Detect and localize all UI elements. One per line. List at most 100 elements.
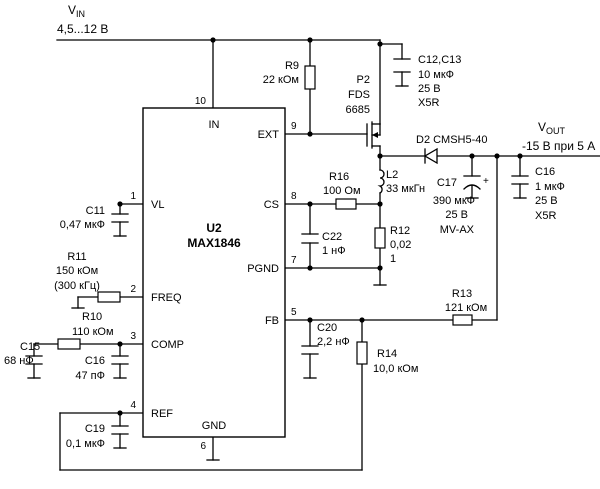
c17-ref: C17 [437, 177, 457, 189]
resistor-r10 [57, 338, 81, 350]
junction-dot [307, 37, 313, 43]
c11-value: 0,47 мкФ [60, 219, 105, 231]
vin-range: 4,5...12 В [57, 22, 108, 36]
pin-label-vl: VL [151, 199, 164, 211]
c12-voltage: 25 В [418, 83, 441, 95]
r10-value: 110 кОм [72, 326, 114, 338]
svg-text:+: + [483, 176, 489, 187]
ic-u2: U2 MAX1846 IN EXT VL CS PGND FREQ COMP F… [130, 96, 297, 452]
junction-dot [469, 153, 475, 159]
capacitor-c19 [111, 425, 129, 435]
r12-value: 0,02 [390, 239, 411, 251]
r11-note: (300 кГц) [54, 280, 100, 292]
resistor-r13 [452, 314, 473, 326]
resistor-r14 [356, 341, 368, 365]
c16-out-type: X5R [535, 210, 556, 222]
c19-value: 0,1 мкФ [66, 438, 105, 450]
ic-part: MAX1846 [187, 236, 241, 250]
r16-value: 100 Ом [323, 185, 361, 197]
c20-ref: C20 [317, 322, 337, 334]
junction-dot [307, 317, 313, 323]
pin-label-ref: REF [151, 408, 173, 420]
c17-type: MV-AX [440, 224, 475, 236]
vout-label: VOUT -15 В при 5 А [522, 120, 595, 153]
p2-ref: P2 [357, 74, 370, 86]
resistor-r11 [97, 291, 121, 303]
pin-label-gnd: GND [202, 420, 227, 432]
svg-text:VOUT: VOUT [538, 120, 566, 136]
junction-dot [117, 410, 123, 416]
wires [27, 39, 600, 471]
c17-value: 390 мкФ [433, 195, 475, 207]
component-labels: R9 22 кОм P2 FDS 6685 C12,C13 10 мкФ 25 … [4, 54, 565, 450]
c20-value: 2,2 нФ [317, 336, 350, 348]
r13-ref: R13 [452, 288, 472, 300]
pin-number-in: 10 [195, 96, 207, 107]
junction-dot [377, 153, 383, 159]
pin-label-comp: COMP [151, 339, 184, 351]
junction-dot [307, 201, 313, 207]
c11-ref: C11 [86, 205, 105, 217]
capacitor-c20 [301, 345, 319, 355]
vin-label: VIN 4,5...12 В [57, 3, 108, 36]
r9-ref: R9 [285, 60, 299, 72]
pin-label-fb: FB [265, 315, 279, 327]
pin-label-ext: EXT [258, 129, 280, 141]
ic-body [142, 107, 286, 438]
p2-part2: 6685 [346, 104, 370, 116]
junction-dot [359, 317, 365, 323]
junction-dot [117, 201, 123, 207]
c19-ref: C19 [85, 423, 105, 435]
c16-value: 47 пФ [75, 370, 105, 382]
junction-dot [307, 131, 313, 137]
r12-ref: R12 [390, 225, 410, 237]
pin-number-gnd: 6 [200, 441, 206, 452]
junction-dot [117, 341, 123, 347]
junction-dot [377, 201, 383, 207]
c16-out-ref: C16 [535, 166, 555, 178]
l2-value: 33 мкГн [386, 183, 425, 195]
capacitor-c17: + [463, 175, 489, 190]
resistor-r16 [335, 198, 357, 210]
r10-ref: R10 [82, 311, 102, 323]
l2-ref: L2 [386, 169, 398, 181]
resistor-r12 [374, 227, 386, 249]
capacitor-c16-out [511, 175, 529, 185]
capacitor-c11 [111, 213, 129, 223]
c16-out-voltage: 25 В [535, 195, 558, 207]
capacitor-c22 [301, 233, 319, 244]
r16-ref: R16 [329, 171, 349, 183]
c22-ref: C22 [322, 231, 342, 243]
d2-ref: D2 CMSH5-40 [416, 134, 488, 146]
c22-value: 1 нФ [322, 245, 346, 257]
pin-number-fb: 5 [291, 307, 297, 318]
vout-spec: -15 В при 5 А [522, 139, 595, 153]
r14-value: 10,0 кОм [373, 363, 418, 375]
capacitor-c16 [111, 355, 129, 365]
capacitor-c12-c13 [393, 58, 411, 73]
junction-dot [210, 37, 216, 43]
pin-number-comp: 3 [130, 331, 136, 342]
resistor-r9 [304, 65, 316, 90]
r13-value: 121 кОм [445, 302, 487, 314]
c12-type: X5R [418, 97, 439, 109]
c15-ref: C15 [20, 341, 40, 353]
c16-out-value: 1 мкФ [535, 181, 565, 193]
r11-value: 150 кОм [56, 265, 98, 277]
diode-d2 [423, 147, 438, 165]
r14-ref: R14 [377, 348, 397, 360]
junction-dot [377, 265, 383, 271]
svg-text:VIN: VIN [68, 3, 85, 19]
pin-number-ref: 4 [130, 400, 136, 411]
pin-number-cs: 8 [291, 191, 297, 202]
pin-number-freq: 2 [130, 284, 136, 295]
junction-dot [307, 265, 313, 271]
c12-ref: C12,C13 [418, 54, 461, 66]
capacitor-c15 [25, 355, 43, 365]
junctions [117, 37, 523, 416]
r12-note: 1 [390, 253, 396, 265]
junction-dot [494, 153, 500, 159]
c15-value: 68 нФ [4, 355, 34, 367]
inductor-l2 [377, 169, 385, 194]
